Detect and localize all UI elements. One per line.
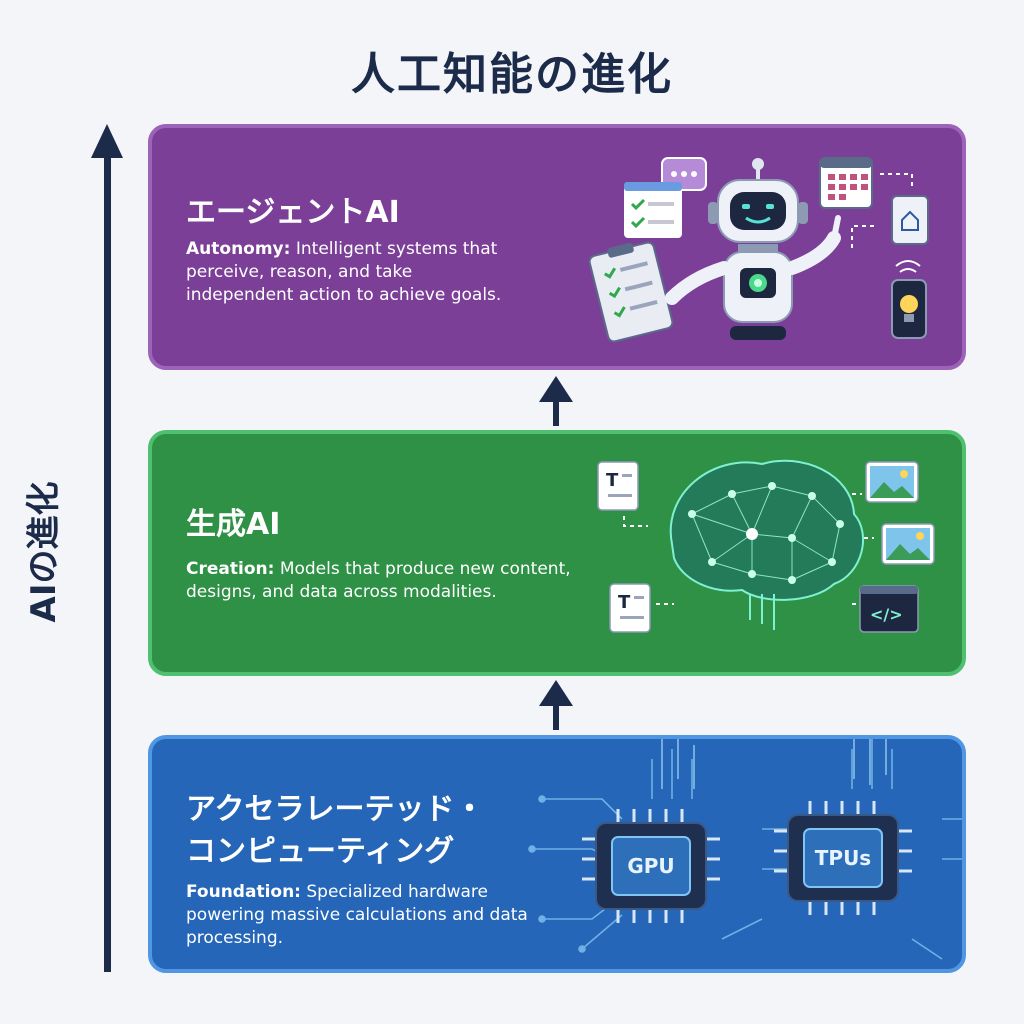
stage-description-text: Models that produce new content, designs… — [186, 559, 571, 602]
stage-description: Autonomy: Intelligent systems that perce… — [186, 238, 516, 307]
axis-label: AIの進化 — [24, 481, 64, 623]
stage-description-text: Specialized hardware powering massive ca… — [186, 882, 528, 948]
checklist-window-icon — [624, 182, 682, 238]
stage-generative-ai: 生成AI Creation: Models that produce new c… — [148, 430, 966, 676]
image-icon — [881, 523, 935, 565]
code-window-icon: </> — [859, 585, 919, 633]
stage-lead: Foundation: — [186, 882, 301, 902]
stage-accelerated-computing: アクセラレーテッド・ コンピューティング Foundation: Special… — [148, 735, 966, 973]
stage-title: エージェントAI — [186, 195, 400, 230]
stage-lead: Autonomy: — [186, 239, 291, 259]
smart-home-icon — [891, 195, 929, 245]
text-document-icon: T — [597, 461, 639, 511]
agentic-illustration — [588, 157, 929, 343]
svg-text:T: T — [606, 470, 619, 491]
image-icon — [865, 461, 919, 503]
svg-text:</>: </> — [870, 605, 903, 624]
diagram-title: 人工知能の進化 — [351, 49, 673, 100]
stage-lead: Creation: — [186, 559, 275, 579]
stage-agentic-ai: エージェントAI Autonomy: Intelligent systems t… — [148, 124, 966, 370]
gpu-chip-icon: GPU — [582, 809, 720, 923]
svg-text:TPUs: TPUs — [815, 846, 871, 870]
stage-title: アクセラレーテッド・ コンピューティング — [186, 792, 485, 869]
svg-text:GPU: GPU — [627, 854, 674, 878]
robot-icon — [665, 158, 841, 340]
smart-bulb-phone-icon — [891, 260, 927, 339]
stage-title: 生成AI — [186, 507, 281, 542]
generative-illustration: T T — [597, 459, 935, 633]
up-arrow-icon — [539, 680, 573, 730]
tpu-chip-icon: TPUs — [774, 801, 912, 915]
axis-line — [104, 150, 111, 972]
up-arrow-icon — [539, 376, 573, 426]
stage-description-text: Intelligent systems that perceive, reaso… — [186, 239, 502, 305]
stage-description: Creation: Models that produce new conten… — [186, 558, 586, 604]
clipboard-checklist-icon — [588, 241, 674, 343]
accelerated-illustration: GPU TPUs — [528, 739, 962, 960]
neural-brain-icon — [669, 459, 864, 630]
stage-description: Foundation: Specialized hardware powerin… — [186, 881, 566, 950]
svg-text:T: T — [618, 592, 631, 613]
calendar-icon — [819, 157, 873, 209]
text-document-icon: T — [609, 583, 651, 633]
